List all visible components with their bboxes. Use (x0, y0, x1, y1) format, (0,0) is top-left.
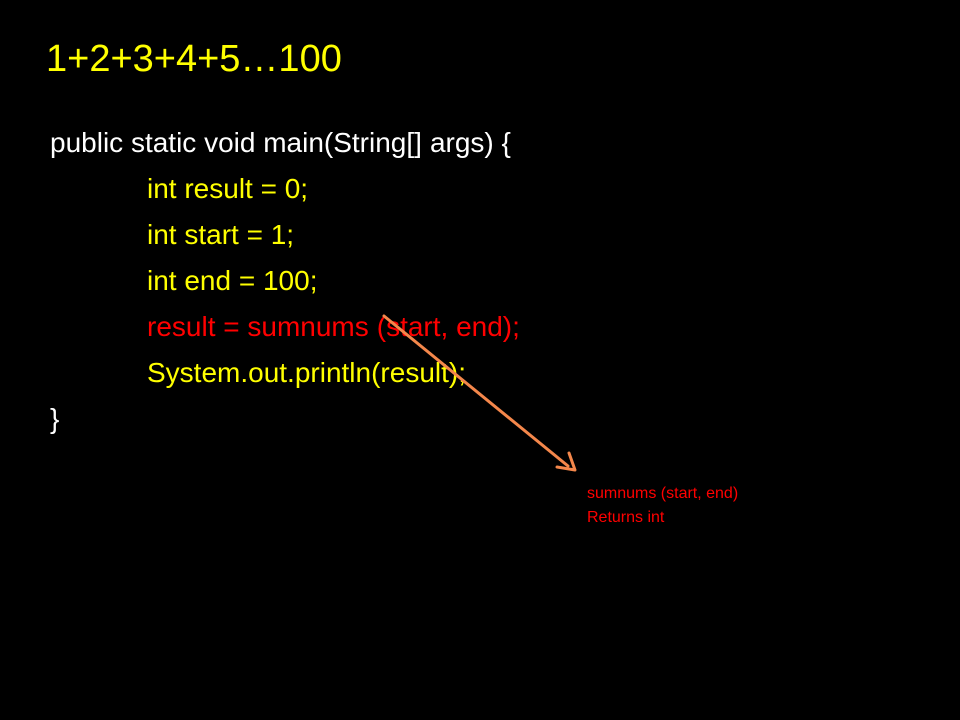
code-line-main-signature: public static void main(String[]args) { (50, 120, 520, 166)
code-block: public static void main(String[]args) { … (50, 120, 520, 442)
code-line-start-decl: int start = 1; (147, 219, 295, 250)
annotation-note: sumnums (start, end) Returns int (587, 482, 738, 530)
annotation-note-line: sumnums (start, end) (587, 485, 739, 502)
slide-title: 1+2+3+4+5…100 (46, 38, 342, 80)
code-text: result = sumnums (147, 311, 369, 342)
code-line-sumnums-call: result = sumnums(start, end); (50, 304, 520, 350)
code-line-result-decl: int result = 0; (147, 173, 309, 204)
annotation-note-line: Returns int (587, 509, 665, 526)
code-text: public static void main(String[] (50, 127, 422, 158)
arrow-head (555, 451, 577, 472)
code-text: (start, end); (376, 311, 520, 342)
code-text: args) { (429, 127, 511, 158)
code-line-println: System.out.println(result); (147, 357, 466, 388)
code-line-closing-brace: } (50, 403, 60, 434)
code-line-end-decl: int end = 100; (147, 265, 318, 296)
